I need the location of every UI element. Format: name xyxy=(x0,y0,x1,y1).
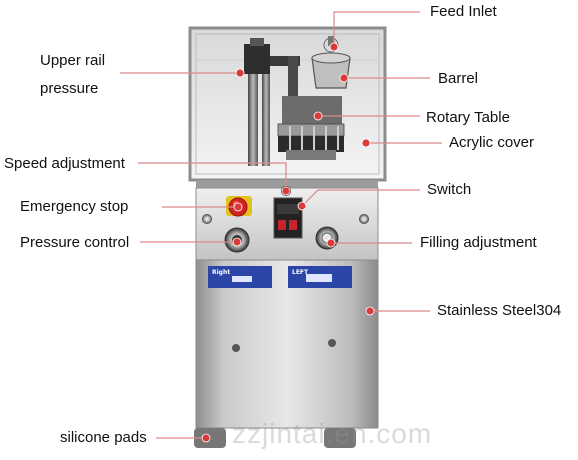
dot-barrel xyxy=(339,73,349,83)
label-acrylic-cover: Acrylic cover xyxy=(449,134,535,151)
dot-rotary-table xyxy=(313,111,323,121)
dot-silicone-pads xyxy=(201,433,211,443)
watermark: zzjintai.en.com xyxy=(232,418,433,449)
panel-right-label: Right xyxy=(212,269,230,276)
label-rotary-table: Rotary Table xyxy=(426,109,510,126)
dot-stainless-steel xyxy=(365,306,375,316)
label-upper-rail-line2: pressure xyxy=(40,80,99,97)
label-switch: Switch xyxy=(427,181,472,198)
label-upper-rail-line1: Upper rail xyxy=(40,52,106,69)
label-feed-inlet: Feed Inlet xyxy=(430,3,497,20)
filling-adjustment-knob xyxy=(315,226,339,250)
dot-filling-adjustment xyxy=(326,238,336,248)
leader-speed-adjustment xyxy=(138,162,287,191)
lower-cabinet: Right LEFT xyxy=(195,259,379,429)
label-silicone-pads: silicone pads xyxy=(60,429,147,446)
label-stainless-steel: Stainless Steel304 xyxy=(437,302,562,319)
label-speed-adjustment: Speed adjustment xyxy=(4,155,125,172)
label-barrel: Barrel xyxy=(438,70,479,87)
dot-upper-rail xyxy=(235,68,245,78)
dot-acrylic-cover xyxy=(361,138,371,148)
dot-speed-adjustment xyxy=(281,186,291,196)
dot-emergency-stop xyxy=(233,202,243,212)
label-emergency-stop: Emergency stop xyxy=(20,198,129,215)
switch-display xyxy=(273,197,303,239)
label-filling-adjustment: Filling adjustment xyxy=(420,234,537,251)
label-pressure-control: Pressure control xyxy=(20,234,130,251)
leader-feed-inlet xyxy=(333,11,420,47)
leader-lines xyxy=(120,11,442,443)
dot-feed-inlet xyxy=(329,42,339,52)
dot-pressure-control xyxy=(232,237,242,247)
leader-switch xyxy=(301,189,420,207)
panel-left-label: LEFT xyxy=(292,269,309,276)
dot-switch xyxy=(297,201,307,211)
